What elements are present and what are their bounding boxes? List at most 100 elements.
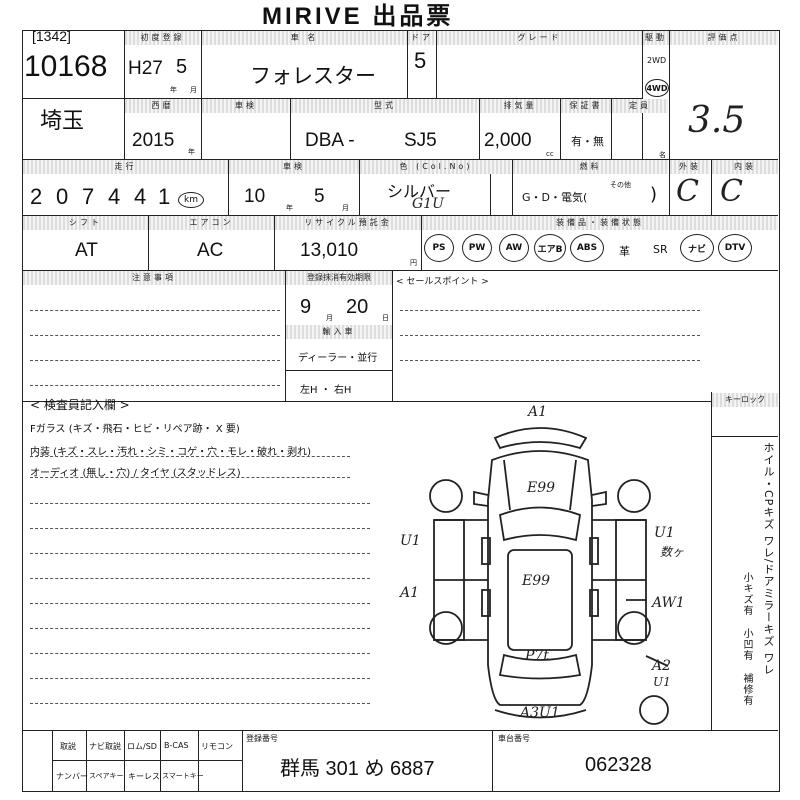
equip-leather: 革 <box>619 245 630 258</box>
fuel-value: G・D・電気( <box>522 191 588 204</box>
exterior-grade: C <box>676 174 699 209</box>
header-body: 車検 <box>202 99 290 113</box>
damage-left-rear: A1 <box>400 585 420 601</box>
header-aircon: エアコン <box>149 216 274 230</box>
header-model: 型式 <box>291 99 479 113</box>
damage-rear-right: A2 <box>652 658 672 674</box>
mileage-digit-3: 7 <box>82 184 95 209</box>
drive-4wd-circled: 4WD <box>645 79 669 97</box>
expiry-month: 9 <box>300 296 312 318</box>
expiry-month-unit: 月 <box>326 314 333 322</box>
persons-unit: 名 <box>659 151 666 159</box>
equip-pw: PW <box>462 234 492 262</box>
footer-item-7: スペアキー <box>89 772 124 780</box>
reg-no-label: 登録番号 <box>246 734 278 743</box>
header-score: 評価点 <box>670 31 778 45</box>
footer-item-3: ロム/SD <box>127 742 157 751</box>
header-mileage: 走行 <box>23 160 228 174</box>
footer-item-1: 取説 <box>60 742 76 751</box>
damage-rear-right-2: U1 <box>653 675 671 689</box>
cc-unit: cc <box>546 150 554 158</box>
header-equipment: 装備品・装備状態 <box>422 216 778 230</box>
expiry-day-unit: 日 <box>382 314 389 322</box>
model-year: 2015 <box>132 130 175 151</box>
header-color: 色 (Col.No) <box>360 160 512 174</box>
handle-side: 左H ・ 右H <box>300 385 352 396</box>
equip-aw: AW <box>499 234 529 262</box>
equip-ps: PS <box>424 234 454 262</box>
inspector-label: < 検査員記入欄 > <box>30 398 130 412</box>
model-code: SJ5 <box>404 130 437 151</box>
month-unit: 月 <box>190 86 197 94</box>
equip-sunroof: SR <box>653 243 668 256</box>
header-recycle: リサイクル預託金 <box>275 216 421 230</box>
year-unit: 年 <box>170 86 177 94</box>
reg-month: 5 <box>176 56 188 78</box>
footer-item-8: キーレス <box>128 772 160 781</box>
equip-airbag: エアB <box>534 234 566 262</box>
shift-value: AT <box>75 240 98 261</box>
damage-right-front-note: 数ヶ <box>660 545 685 559</box>
color-name: シルバー <box>387 184 452 201</box>
score-value: 3.5 <box>688 100 746 141</box>
footer-item-4: B-CAS <box>164 741 189 750</box>
sales-point-label: < セールスポイント > <box>396 277 489 287</box>
mileage-digit-2: 0 <box>56 184 69 209</box>
damage-left-front: U1 <box>400 533 421 549</box>
header-expiry: 登録抹消有効期限 <box>286 271 392 285</box>
equip-dtv: DTV <box>718 234 752 262</box>
insp-year-unit: 年 <box>286 204 293 212</box>
note-audio: オーディオ (無し・穴) / タイヤ (スタッドレス) <box>30 468 241 479</box>
damage-rear: A3U1 <box>520 705 560 721</box>
header-door: ドア <box>408 31 436 45</box>
inspection-month: 5 <box>314 186 325 207</box>
header-drive: 駆動 <box>643 31 669 45</box>
header-keylock: キーロック <box>712 393 778 407</box>
year-suffix: 年 <box>188 148 195 156</box>
reg-era: H27 <box>128 58 163 79</box>
expiry-day: 20 <box>346 296 369 318</box>
insp-month-unit: 月 <box>342 204 349 212</box>
header-car-name: 車 名 <box>202 31 407 45</box>
header-caution: 注意事項 <box>23 271 285 285</box>
mileage-digit-5: 4 <box>134 184 147 209</box>
header-import: 輸入車 <box>286 325 392 339</box>
inspection-year: 10 <box>244 186 266 207</box>
side-text: ホイル・CPキズ ワレ/ドアミラーキズ ワレ <box>762 442 775 677</box>
recycle-yen: 円 <box>410 259 417 267</box>
mileage-digit-1: 2 <box>30 184 43 209</box>
note-glass: Fガラス (キズ・飛石・ヒビ・リペア跡・ X 要) <box>30 424 240 435</box>
lot-number: 10168 <box>24 50 108 83</box>
model-prefix: DBA - <box>305 130 355 151</box>
recycle-value: 13,010 <box>300 240 359 261</box>
damage-right-front: U1 <box>654 525 675 541</box>
equip-navi: ナビ <box>680 234 714 262</box>
damage-front: A1 <box>528 404 548 420</box>
header-capacity: 定員 <box>612 99 668 113</box>
footer-item-5: リモコン <box>201 742 233 751</box>
header-fuel: 燃料 <box>513 160 668 174</box>
header-exterior: 外装 <box>670 160 710 174</box>
header-grade: グレード <box>437 31 642 45</box>
displacement: 2,000 <box>484 130 532 151</box>
damage-right-rear: AW1 <box>652 595 685 611</box>
side-note-1: 小キズ有 <box>741 572 752 616</box>
form-frame <box>22 30 780 792</box>
lot-code: [1342] <box>32 28 71 44</box>
header-displacement: 排気量 <box>480 99 560 113</box>
chassis-label: 車台番号 <box>498 734 530 743</box>
note-interior: 内装 (キズ・スレ・汚れ・シミ・コゲ・穴・モレ・破れ・剥れ) <box>30 447 311 458</box>
chassis-number: 062328 <box>585 754 652 776</box>
header-inspection: 車検 <box>229 160 359 174</box>
km-unit-circled: km <box>178 192 204 208</box>
drive-2wd: 2WD <box>647 56 667 65</box>
footer-item-6: ナンバー <box>56 772 88 781</box>
footer-item-9: スマートキー <box>162 772 204 780</box>
header-year: 西暦 <box>125 99 200 113</box>
interior-grade: C <box>720 174 743 209</box>
import-type: ディーラー・並行 <box>298 353 378 364</box>
warranty-value: 有・無 <box>571 135 604 148</box>
fuel-other: その他 <box>610 181 631 189</box>
aircon-value: AC <box>197 240 224 261</box>
fuel-close: ) <box>650 184 658 205</box>
